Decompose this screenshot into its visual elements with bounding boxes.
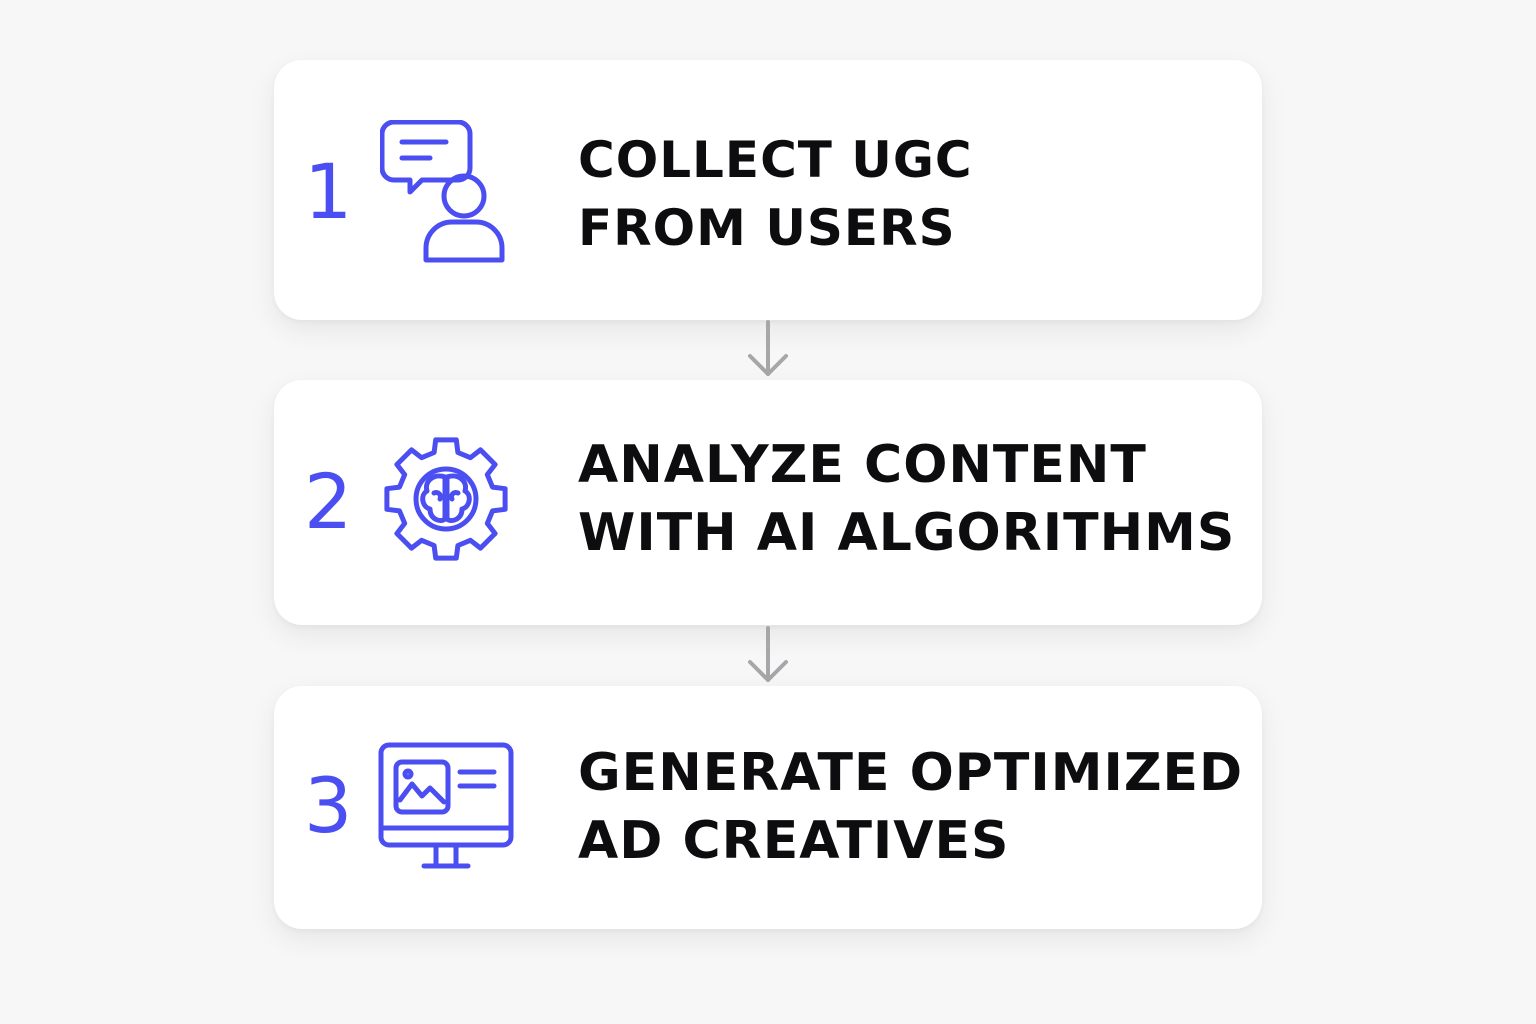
step-label: ANALYZE CONTENT WITH AI ALGORITHMS xyxy=(578,435,1236,563)
step-label: COLLECT UGC FROM USERS xyxy=(578,131,973,257)
step-card-3: 3 GENERATE OPTIMIZED AD CREATIVES xyxy=(274,686,1262,929)
step-label: GENERATE OPTIMIZED AD CREATIVES xyxy=(578,743,1244,871)
arrow-down-icon xyxy=(748,320,788,376)
gear-brain-icon xyxy=(384,437,508,561)
arrow-down-icon xyxy=(748,626,788,682)
step-number: 3 xyxy=(304,761,353,850)
monitor-image-icon xyxy=(378,742,514,869)
step-card-2: 2 ANALYZE CONTENT WITH AI ALGORITHMS xyxy=(274,380,1262,625)
step-number: 1 xyxy=(304,147,353,236)
step-number: 2 xyxy=(304,457,353,546)
chat-user-icon xyxy=(380,120,505,263)
step-card-1: 1 COLLECT UGC FROM USERS xyxy=(274,60,1262,320)
